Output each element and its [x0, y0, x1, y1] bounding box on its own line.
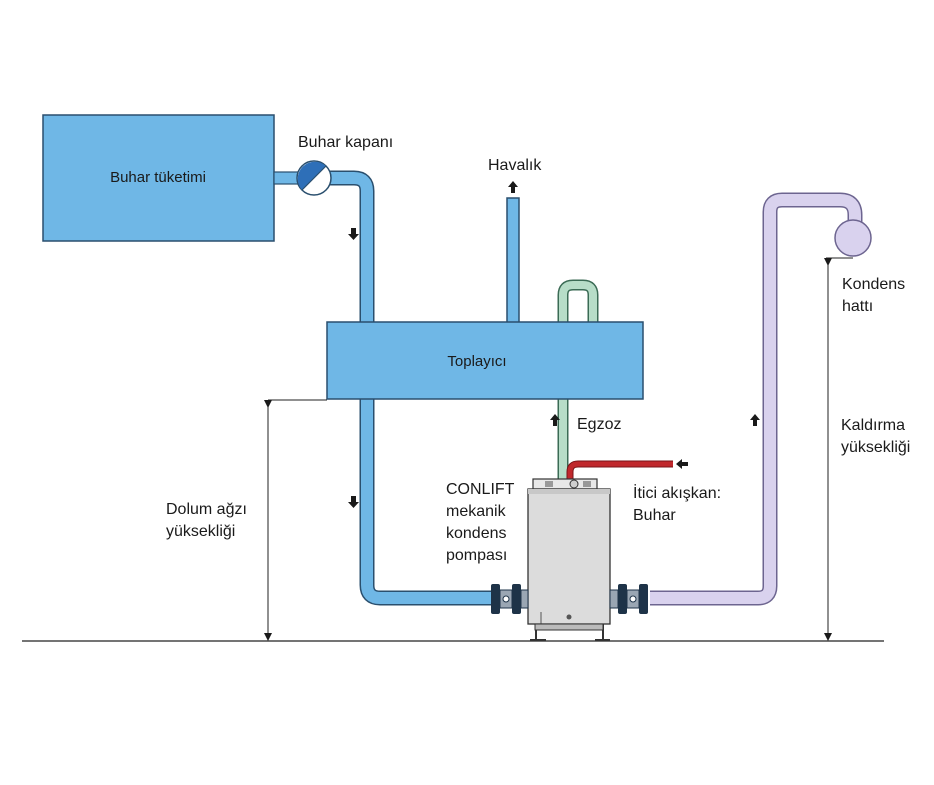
steam-consumer-box: Buhar tüketimi — [42, 114, 275, 242]
vent-pipe — [506, 197, 520, 324]
condensate-line-label-1: Kondens — [842, 276, 905, 293]
motive-steam-pipe — [566, 460, 673, 486]
condensate-line-label-2: hattı — [842, 298, 873, 315]
fill-height-label-1: Dolum ağzı — [166, 501, 247, 518]
collector-label: Toplayıcı — [447, 353, 506, 370]
steam-trap-icon — [296, 160, 332, 196]
vent-label: Havalık — [488, 157, 542, 174]
motive-fluid-label-1: İtici akışkan: — [633, 483, 721, 502]
lift-height-label-1: Kaldırma — [841, 417, 905, 434]
collector-box: Toplayıcı — [326, 321, 644, 400]
fill-height-dimension — [264, 399, 327, 641]
condensate-arrow-up — [750, 414, 760, 426]
condensate-return-pipe — [650, 192, 863, 606]
steam-consumer-label: Buhar tüketimi — [110, 169, 206, 186]
condensate-line-end — [834, 219, 872, 257]
outlet-flanges — [609, 584, 648, 614]
steam-trap-label: Buhar kapanı — [298, 134, 393, 151]
pipe-trap-to-collector — [300, 170, 375, 322]
lift-height-dimension — [824, 257, 853, 641]
exhaust-pipe — [557, 279, 599, 480]
inlet-flanges — [491, 584, 529, 614]
conlift-pump-body — [527, 488, 611, 625]
flow-arrows — [348, 181, 760, 508]
pump-top-cap — [532, 478, 598, 490]
pump-label-3: kondens — [446, 525, 507, 542]
flow-arrow-down-upper — [348, 228, 359, 240]
motive-fluid-label-2: Buhar — [633, 507, 676, 524]
pump-label-2: mekanik — [446, 503, 507, 520]
flow-arrow-down-lower — [348, 496, 359, 508]
motive-steam-arrow-left — [676, 459, 688, 469]
pump-legs — [530, 623, 610, 641]
pump-label-1: CONLIFT — [446, 481, 515, 498]
pipe-consumer-to-trap — [273, 171, 299, 185]
pump-label-4: pompası — [446, 547, 507, 564]
exhaust-arrow-up — [550, 414, 560, 426]
lift-height-label-2: yüksekliği — [841, 439, 910, 456]
vent-arrow-up — [508, 181, 518, 193]
pipe-collector-to-pump — [359, 398, 495, 606]
exhaust-label: Egzoz — [577, 416, 621, 433]
fill-height-label-2: yüksekliği — [166, 523, 235, 540]
